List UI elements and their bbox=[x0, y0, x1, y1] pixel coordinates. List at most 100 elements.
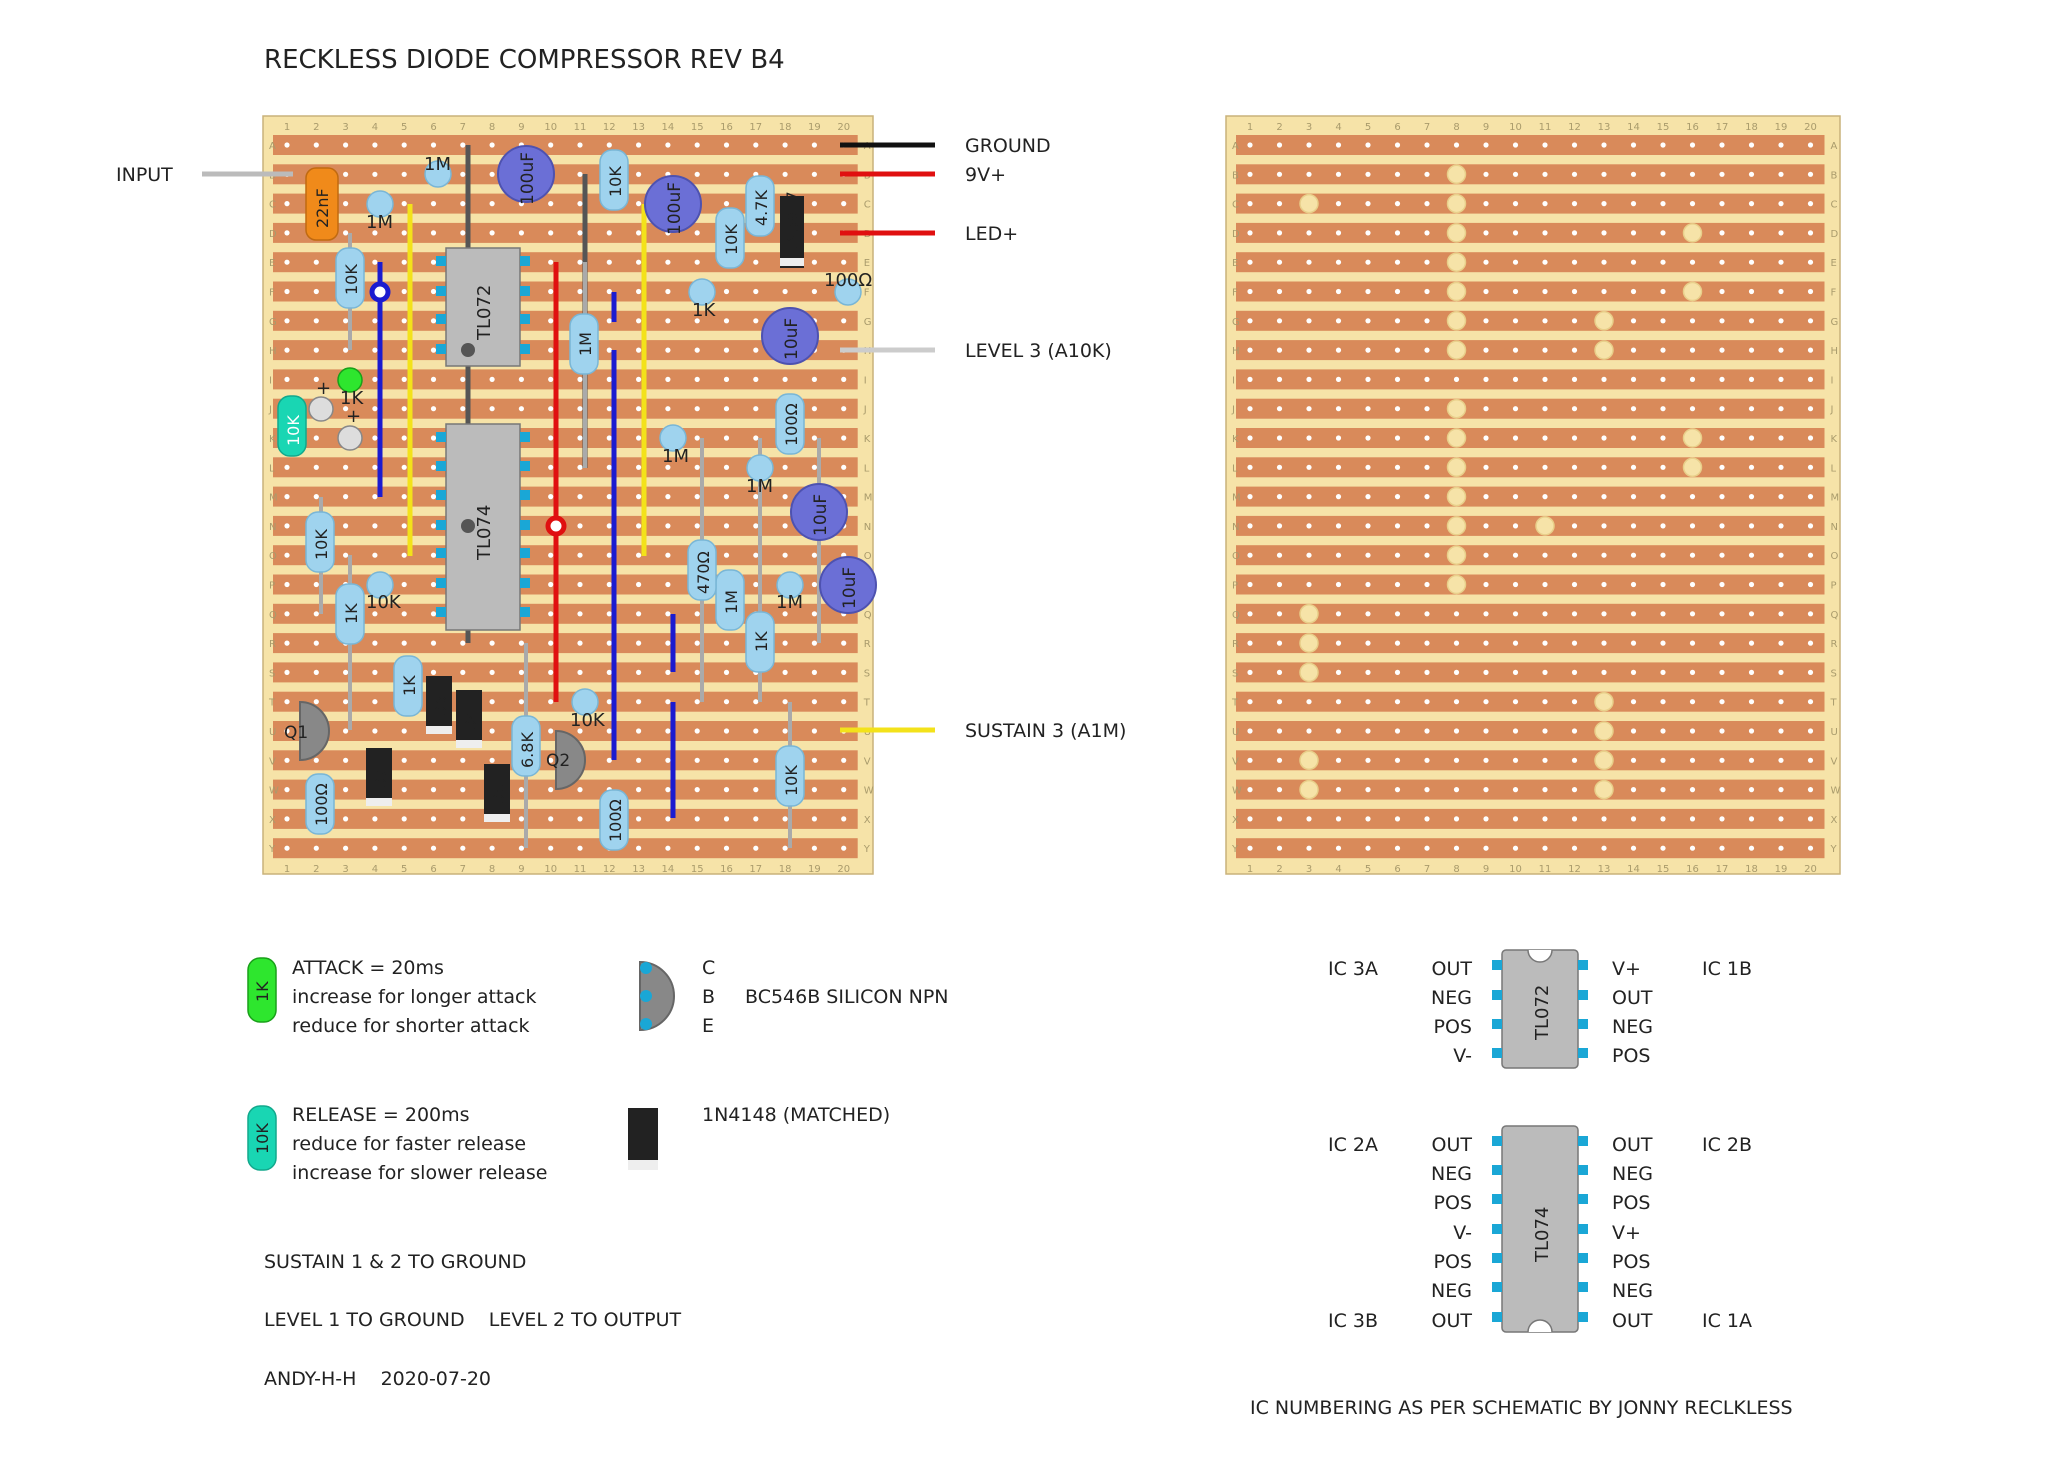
hole bbox=[1748, 787, 1755, 793]
col-label: 12 bbox=[603, 122, 616, 133]
hole bbox=[372, 640, 378, 646]
strip-E bbox=[1236, 252, 1825, 273]
row-label: V bbox=[269, 756, 276, 767]
strip-W bbox=[273, 779, 858, 800]
row-label: L bbox=[269, 463, 275, 474]
hole bbox=[1719, 757, 1725, 763]
hole bbox=[1778, 142, 1784, 148]
hole bbox=[1306, 728, 1312, 734]
hole bbox=[694, 230, 700, 236]
hole bbox=[1512, 347, 1519, 353]
strip-I bbox=[1236, 369, 1825, 390]
hole bbox=[1306, 347, 1312, 353]
hole bbox=[1748, 259, 1755, 265]
hole bbox=[401, 552, 407, 558]
svg-text:Q1: Q1 bbox=[284, 723, 308, 743]
hole bbox=[1778, 435, 1784, 441]
hole bbox=[1601, 201, 1607, 207]
hole bbox=[841, 318, 847, 324]
track-cut bbox=[1299, 750, 1319, 771]
hole bbox=[753, 728, 759, 734]
hole bbox=[1512, 669, 1519, 676]
hole bbox=[1807, 669, 1814, 676]
col-label: 19 bbox=[1775, 864, 1788, 875]
hole bbox=[1748, 581, 1755, 588]
strip-J bbox=[1236, 398, 1825, 419]
hole bbox=[753, 494, 759, 500]
hole bbox=[1453, 816, 1460, 822]
hole bbox=[1453, 142, 1460, 148]
hole bbox=[1542, 669, 1548, 676]
hole bbox=[636, 699, 642, 705]
hole bbox=[811, 845, 818, 851]
hole bbox=[1247, 757, 1253, 763]
hole bbox=[1748, 728, 1755, 734]
hole bbox=[1424, 757, 1430, 763]
legend-attack-part: 1K bbox=[247, 957, 277, 1023]
hole bbox=[430, 640, 437, 646]
col-label: 11 bbox=[1539, 864, 1552, 875]
svg-text:470Ω: 470Ω bbox=[694, 551, 713, 594]
hole bbox=[782, 288, 788, 295]
hole bbox=[1453, 757, 1460, 763]
hole bbox=[636, 288, 642, 295]
hole bbox=[343, 669, 349, 676]
col-label: 17 bbox=[1716, 864, 1729, 875]
svg-text:10K: 10K bbox=[782, 765, 801, 796]
hole bbox=[665, 699, 671, 705]
cap-small-b bbox=[337, 425, 363, 451]
row-label: E bbox=[1232, 258, 1238, 269]
hole bbox=[1276, 523, 1283, 529]
hole bbox=[694, 494, 700, 500]
hole bbox=[1542, 318, 1548, 324]
row-label: A bbox=[1831, 141, 1838, 152]
row-label: X bbox=[1831, 815, 1838, 826]
col-label: 14 bbox=[1627, 122, 1640, 133]
row-label: T bbox=[1830, 698, 1838, 709]
hole bbox=[1394, 347, 1401, 353]
hole bbox=[1424, 699, 1430, 705]
hole bbox=[577, 845, 583, 851]
hole bbox=[1660, 376, 1666, 382]
res-1m-g bbox=[776, 571, 804, 599]
note-level: LEVEL 1 TO GROUND LEVEL 2 TO OUTPUT bbox=[264, 1309, 682, 1331]
hole bbox=[1689, 406, 1696, 412]
hole bbox=[1306, 435, 1312, 441]
hole bbox=[1571, 787, 1578, 793]
hole bbox=[577, 376, 583, 382]
hole bbox=[577, 816, 583, 822]
hole bbox=[1512, 523, 1519, 529]
hole bbox=[284, 347, 290, 353]
hole bbox=[1719, 464, 1725, 470]
hole bbox=[1247, 347, 1253, 353]
hole bbox=[1335, 699, 1342, 705]
col-label: 11 bbox=[574, 864, 587, 875]
hole bbox=[782, 640, 788, 646]
hole bbox=[430, 845, 437, 851]
hole bbox=[636, 171, 642, 177]
hole bbox=[1630, 611, 1637, 617]
row-label: Q bbox=[1831, 610, 1839, 621]
hole bbox=[636, 552, 642, 558]
hole bbox=[1394, 288, 1401, 295]
hole bbox=[1660, 728, 1666, 734]
hole bbox=[694, 435, 700, 441]
hole bbox=[723, 142, 730, 148]
hole bbox=[753, 435, 759, 441]
hole bbox=[548, 376, 554, 382]
hole bbox=[1719, 376, 1725, 382]
strip-C bbox=[1236, 193, 1825, 214]
svg-text:100uF: 100uF bbox=[665, 182, 685, 235]
hole bbox=[694, 376, 700, 382]
hole bbox=[577, 523, 583, 529]
hole bbox=[1542, 142, 1548, 148]
hole bbox=[460, 640, 466, 646]
hole bbox=[1335, 376, 1342, 382]
hole bbox=[636, 259, 642, 265]
hole bbox=[1660, 581, 1666, 588]
hole bbox=[1630, 728, 1637, 734]
hole bbox=[1719, 288, 1725, 295]
hole bbox=[1335, 288, 1342, 295]
hole bbox=[1394, 581, 1401, 588]
hole bbox=[665, 669, 671, 676]
